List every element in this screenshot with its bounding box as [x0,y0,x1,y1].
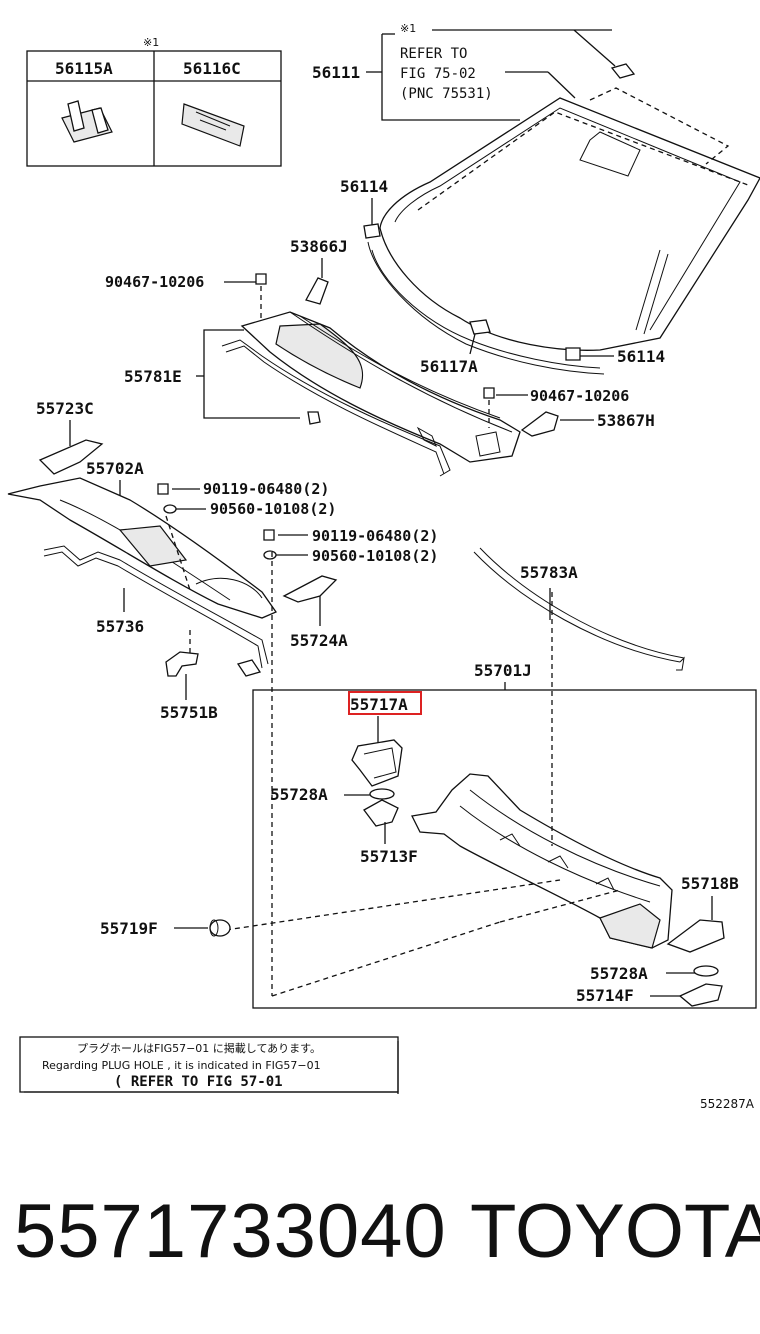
cowl-panel-inner-box [252,689,757,1009]
brand-title: TOYOTA [470,1189,760,1274]
part-label-56115A[interactable]: 56115A [55,59,113,78]
part-label-55718B[interactable]: 55718B [681,874,739,893]
highlight-box-55717A [348,691,422,715]
table-note-mark: ※1 [143,36,159,49]
reference-callout: ※1 REFER TO FIG 75-02 (PNC 75531) 56111 [312,22,616,121]
part-label-55702A[interactable]: 55702A [86,459,144,478]
part-label-55728A-right[interactable]: 55728A [590,964,648,983]
part-label-90560-10108-a[interactable]: 90560-10108(2) [210,500,336,518]
note-line-ref: ( REFER TO FIG 57-01 [114,1074,283,1090]
part-label-55783A[interactable]: 55783A [520,563,578,582]
seal-55736 [43,545,269,677]
clip-56116C-drawing [181,103,245,147]
ref-line-2: FIG 75-02 [400,66,476,82]
part-label-55728A-left[interactable]: 55728A [270,785,328,804]
cowl-panel-55702A [7,477,277,619]
windshield-glass [367,63,760,375]
ref-line-1: REFER TO [400,46,467,62]
note-line-en: Regarding PLUG HOLE , it is indicated in… [42,1059,321,1072]
part-label-90119-06480-a[interactable]: 90119-06480(2) [203,480,329,498]
part-label-56111[interactable]: 56111 [312,63,360,82]
part-number-title: 5571733040 [14,1189,447,1274]
clip-table: ※1 56115A 56116C [26,36,282,167]
cowl-inner-panel [411,773,673,949]
plug-hole-note: プラグホールはFIG57−01 に掲載してあります。 Regarding PLU… [19,1036,399,1094]
part-label-55701J[interactable]: 55701J [474,661,532,680]
part-label-55723C[interactable]: 55723C [36,399,94,418]
part-label-53866J[interactable]: 53866J [290,237,348,256]
part-label-55751B[interactable]: 55751B [160,703,218,722]
part-label-55717A[interactable]: 55717A [350,695,408,714]
bracket-55717A [351,739,403,787]
part-label-56117A[interactable]: 56117A [420,357,478,376]
note-line-ja: プラグホールはFIG57−01 に掲載してあります。 [77,1041,321,1055]
part-label-55713F[interactable]: 55713F [360,847,418,866]
cowl-louver [240,311,521,463]
part-label-90119-06480-b[interactable]: 90119-06480(2) [312,527,438,545]
part-label-56116C[interactable]: 56116C [183,59,241,78]
part-label-55781E[interactable]: 55781E [124,367,182,386]
part-label-90467-10206-top[interactable]: 90467-10206 [105,273,204,291]
part-label-53867H[interactable]: 53867H [597,411,655,430]
part-label-56114-bottom[interactable]: 56114 [617,347,665,366]
part-label-90467-10206-mid[interactable]: 90467-10206 [530,387,629,405]
clip-56115A-drawing [61,100,113,143]
part-label-55736[interactable]: 55736 [96,617,144,636]
figure-reference-code: 552287A [700,1097,755,1111]
ref-note-mark: ※1 [400,22,416,35]
ref-line-3: (PNC 75531) [400,86,493,102]
seal-55781E [221,339,451,477]
part-label-90560-10108-b[interactable]: 90560-10108(2) [312,547,438,565]
part-label-55724A[interactable]: 55724A [290,631,348,650]
part-label-55719F[interactable]: 55719F [100,919,158,938]
part-label-56114-top[interactable]: 56114 [340,177,388,196]
part-label-55714F[interactable]: 55714F [576,986,634,1005]
